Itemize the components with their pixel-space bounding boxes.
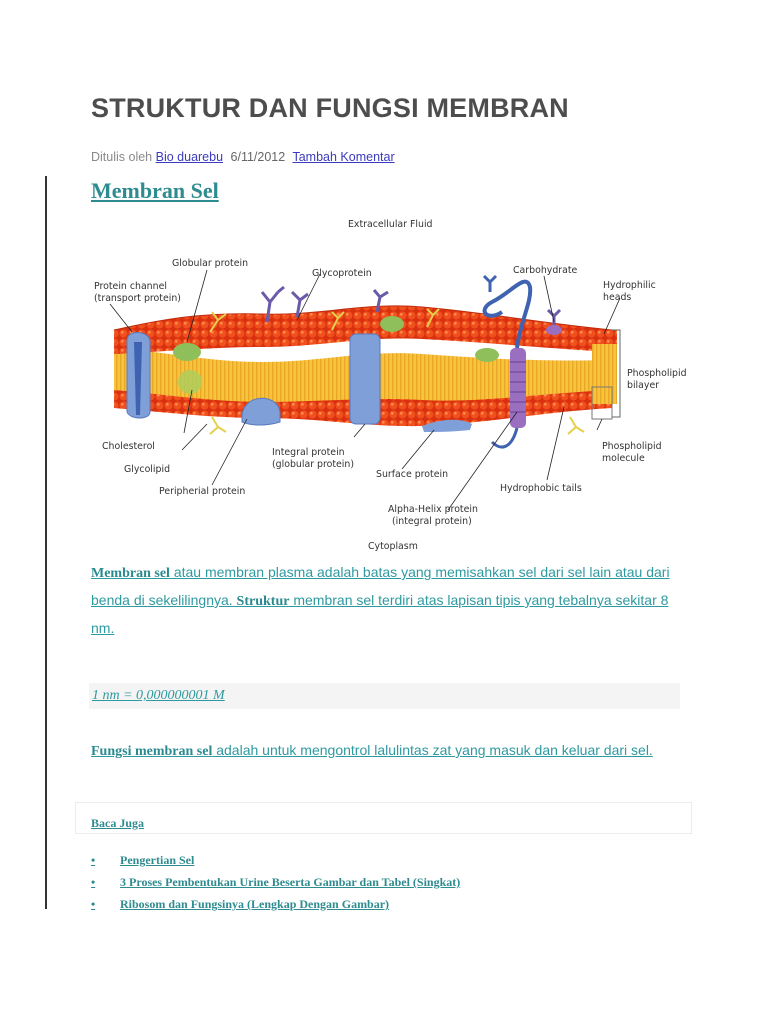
- related-item[interactable]: • Ribosom dan Fungsinya (Lengkap Dengan G…: [91, 893, 460, 915]
- author-link[interactable]: Bio duarebu: [155, 150, 224, 164]
- label-peripheral-protein: Peripherial protein: [159, 486, 245, 497]
- label-molecule: molecule: [602, 453, 645, 464]
- article-meta: Ditulis oleh Bio duarebu 6/11/2012 Tamba…: [91, 150, 395, 164]
- term-struktur: Struktur: [236, 594, 290, 609]
- paragraph-definition[interactable]: Membran sel atau membran plasma adalah b…: [91, 559, 681, 641]
- left-border-rule: [45, 176, 47, 909]
- post-date: 6/11/2012: [230, 150, 286, 164]
- related-item[interactable]: • 3 Proses Pembentukan Urine Beserta Gamb…: [91, 871, 460, 893]
- label-globular-protein: Globular protein: [172, 258, 248, 269]
- label-extracellular: Extracellular Fluid: [348, 219, 433, 230]
- label-bilayer: bilayer: [627, 380, 659, 391]
- label-phospholipid-bilayer: Phospholipid: [627, 368, 687, 379]
- bullet-icon: •: [91, 853, 96, 867]
- section-heading[interactable]: Membran Sel: [91, 178, 219, 203]
- label-integral-protein: Integral protein: [272, 447, 345, 458]
- label-hydrophobic-tails: Hydrophobic tails: [500, 483, 582, 494]
- related-item[interactable]: • Pengertian Sel: [91, 849, 460, 871]
- paragraph-function[interactable]: Fungsi membran sel adalah untuk mengontr…: [91, 737, 681, 765]
- related-list: • Pengertian Sel • 3 Proses Pembentukan Ur…: [91, 849, 460, 915]
- note-box: [89, 683, 680, 709]
- label-cholesterol: Cholesterol: [102, 441, 155, 452]
- label-glycoprotein: Glycoprotein: [312, 268, 372, 279]
- function-text: adalah untuk mengontrol lalulintas zat y…: [212, 742, 653, 758]
- bullet-icon: •: [91, 875, 96, 889]
- related-link[interactable]: 3 Proses Pembentukan Urine Beserta Gamba…: [120, 875, 461, 889]
- label-heads: heads: [603, 292, 631, 303]
- definition-text: atau membran plasma adalah batas yang me…: [91, 564, 670, 608]
- label-surface-protein: Surface protein: [376, 469, 448, 480]
- label-cytoplasm: Cytoplasm: [368, 541, 418, 552]
- cell-membrane-diagram: Extracellular Fluid Globular protein Gly…: [92, 212, 700, 557]
- label-hydrophilic: Hydrophilic: [603, 280, 656, 291]
- related-link[interactable]: Ribosom dan Fungsinya (Lengkap Dengan Ga…: [120, 897, 390, 911]
- label-alpha-helix-sub: (integral protein): [392, 516, 472, 527]
- label-alpha-helix: Alpha-Helix protein: [388, 504, 478, 515]
- label-carbohydrate: Carbohydrate: [513, 265, 578, 276]
- unit-note[interactable]: 1 nm = 0,000000001 M: [92, 688, 225, 703]
- related-link[interactable]: Pengertian Sel: [120, 853, 195, 867]
- structure-text: membran sel terdiri atas lapisan tipis y…: [91, 592, 669, 636]
- page-title: STRUKTUR DAN FUNGSI MEMBRAN: [91, 93, 569, 123]
- term-membran-sel: Membran sel: [91, 566, 170, 581]
- label-integral-protein-sub: (globular protein): [272, 459, 354, 470]
- label-protein-channel-sub: (transport protein): [94, 293, 181, 304]
- byline-prefix: Ditulis oleh: [91, 150, 153, 164]
- label-phospholipid-molecule: Phospholipid: [602, 441, 662, 452]
- related-box: [75, 802, 692, 834]
- label-protein-channel: Protein channel: [94, 281, 167, 292]
- bullet-icon: •: [91, 897, 96, 911]
- add-comment-link[interactable]: Tambah Komentar: [292, 150, 395, 164]
- term-fungsi: Fungsi membran sel: [91, 744, 213, 759]
- label-glycolipid: Glycolipid: [124, 464, 170, 475]
- related-label[interactable]: Baca Juga: [91, 816, 145, 830]
